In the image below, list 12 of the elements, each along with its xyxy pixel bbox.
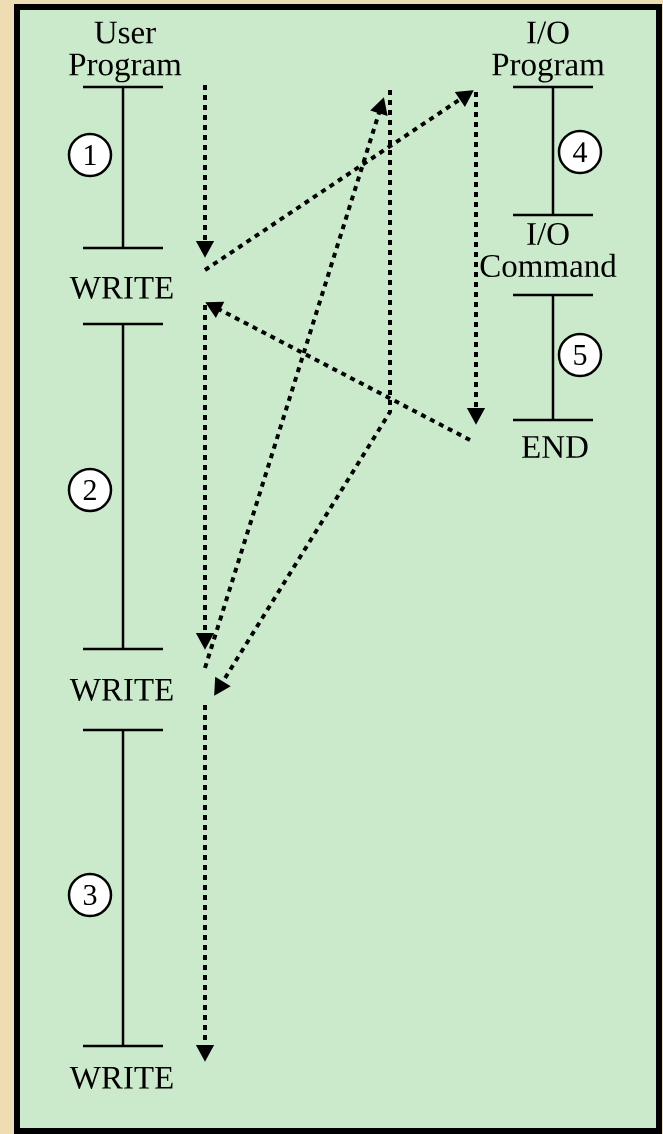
- callout-number: 3: [67, 872, 113, 918]
- timeline-label: WRITE: [69, 1066, 173, 1090]
- callout-number: 5: [557, 332, 603, 378]
- timeline-label: User Program: [69, 21, 182, 83]
- timeline-label: I/O Command: [480, 222, 617, 278]
- timeline-label: END: [522, 436, 588, 458]
- callout-number: 1: [67, 132, 113, 178]
- callout-number: 2: [67, 467, 113, 513]
- timeline-label: WRITE: [69, 678, 173, 702]
- timeline-label: I/O Program: [492, 21, 605, 83]
- callout-number: 4: [557, 129, 603, 175]
- timeline-label: WRITE: [69, 276, 173, 300]
